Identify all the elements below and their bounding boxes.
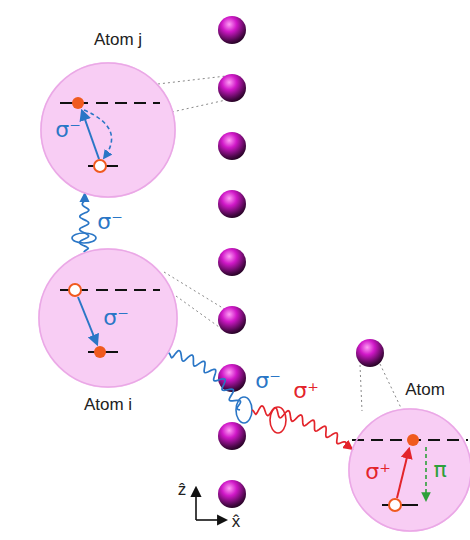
atom-circle: Atomσ⁺π	[348, 408, 470, 532]
atom-ground	[40, 62, 176, 198]
atom-ground	[348, 408, 470, 532]
atom-ground	[38, 248, 178, 388]
transition-label: σ⁻	[103, 306, 129, 330]
level-diagram	[352, 434, 468, 511]
polarization-label: σ⁺	[293, 379, 319, 403]
transition-label: σ⁺	[365, 460, 391, 484]
leader-lines	[158, 76, 402, 411]
atom-chain	[218, 16, 246, 508]
level-diagram	[60, 284, 160, 358]
atom-label: Atom i	[84, 396, 132, 415]
polarization-label: σ⁻	[255, 369, 281, 393]
axis-arrow	[195, 488, 197, 520]
atom-label: Atom j	[94, 31, 142, 50]
axis-label: ẑ	[178, 481, 187, 500]
polarization-loop	[72, 233, 96, 243]
axis-label: x̂	[232, 513, 241, 532]
photon-wave	[252, 406, 352, 449]
photon-wave	[80, 194, 89, 252]
axis-arrow	[196, 519, 226, 521]
photon-label: σ⁻	[97, 210, 123, 234]
transition-label: σ⁻	[55, 118, 81, 142]
photon-wave	[169, 351, 241, 410]
atom-circle: Atom iσ⁻	[38, 248, 178, 388]
atom-circle: Atom jσ⁻	[40, 62, 176, 198]
transition-label: π	[433, 458, 446, 482]
photon-wave	[169, 351, 352, 449]
atom-sphere	[356, 339, 384, 367]
atom-label: Atom	[405, 381, 445, 400]
photon-wave	[80, 194, 89, 252]
